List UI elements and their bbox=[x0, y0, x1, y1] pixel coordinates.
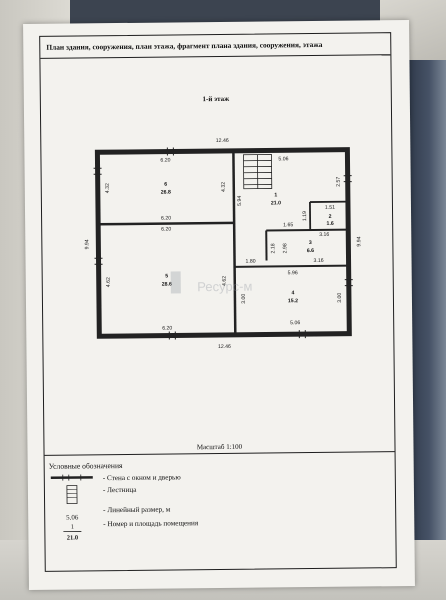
dim-bath-width: 1.51 bbox=[325, 205, 335, 211]
dim-room5-bottom: 6.20 bbox=[162, 325, 172, 331]
dim-room4-left: 3.00 bbox=[241, 294, 247, 304]
window-marks bbox=[93, 147, 353, 340]
document-frame: План здания, сооружения, план этажа, фра… bbox=[39, 32, 397, 572]
dim-room3-left: 2.18 bbox=[270, 243, 276, 253]
document-title: План здания, сооружения, план этажа, фра… bbox=[40, 33, 391, 59]
dim-room5-right: 4.62 bbox=[222, 276, 228, 286]
dim-bottom-total: 12.46 bbox=[218, 344, 231, 350]
room-number: 6 bbox=[164, 182, 167, 188]
legend-item-dimension: 5.06 - Линейный размер, м bbox=[49, 501, 349, 526]
legend-item-text: - Номер и площадь помещения bbox=[103, 519, 199, 529]
room-area: 28.6 bbox=[162, 281, 172, 287]
legend-title: Условные обозначения bbox=[48, 461, 123, 471]
room-number: 4 bbox=[291, 290, 294, 296]
watermark-logo-icon bbox=[170, 271, 181, 294]
dim-hall-right: 2.57 bbox=[336, 177, 342, 187]
dim-corridor-right: 3.16 bbox=[319, 232, 329, 238]
dim-room4-top: 5.96 bbox=[288, 270, 298, 276]
wall-room3-bottom bbox=[234, 264, 349, 268]
floor-plan: 12.46 12.46 9.94 9.94 6.20 4.32 4.32 6.2… bbox=[84, 138, 362, 350]
room-area: 26.8 bbox=[161, 189, 171, 195]
legend: Условные обозначения - Стена с окном и д… bbox=[44, 451, 396, 571]
room-number-area-icon: 1 21.0 bbox=[63, 524, 82, 542]
room-area: 15.2 bbox=[288, 298, 298, 304]
watermark: Ресурс-м bbox=[170, 271, 253, 295]
dim-room6-right: 4.32 bbox=[221, 182, 227, 192]
legend-item-text: - Линейный размер, м bbox=[103, 505, 171, 515]
document-sheet: План здания, сооружения, план этажа, фра… bbox=[23, 19, 415, 591]
dim-room4-right: 3.00 bbox=[337, 293, 343, 303]
dim-corridor-left: 1.65 bbox=[283, 222, 293, 228]
dim-room5-left: 4.62 bbox=[106, 277, 112, 287]
floor-label: 1-й этаж bbox=[202, 94, 230, 104]
room-area-sample: 21.0 bbox=[67, 534, 78, 541]
room-number: 3 bbox=[309, 240, 312, 246]
dim-mid-b: 6.20 bbox=[161, 226, 171, 232]
legend-item-text: - Лестница bbox=[102, 485, 137, 495]
legend-item-stairs: - Лестница bbox=[49, 481, 349, 506]
dim-right-total: 9.94 bbox=[356, 236, 362, 246]
room-number: 1 bbox=[274, 192, 277, 198]
room-number: 5 bbox=[165, 274, 168, 280]
staircase-icon bbox=[66, 485, 78, 505]
room-number-sample: 1 bbox=[71, 524, 74, 531]
watermark-text: Ресурс-м bbox=[197, 279, 252, 295]
dim-top-total: 12.46 bbox=[216, 138, 229, 144]
dim-mid-a: 6.20 bbox=[161, 215, 171, 221]
dim-hall-left: 5.94 bbox=[237, 196, 243, 206]
room-number: 2 bbox=[329, 214, 332, 220]
dim-room3-inner: 2.98 bbox=[282, 243, 288, 253]
legend-item-wall: - Стена с окном и дверью bbox=[49, 469, 349, 494]
legend-item-text: - Стена с окном и дверью bbox=[102, 473, 181, 483]
room-area: 21.0 bbox=[271, 200, 281, 206]
dim-bath-height: 1.19 bbox=[302, 211, 308, 221]
dim-left-total: 9.94 bbox=[84, 239, 90, 249]
dim-hall-top: 5.06 bbox=[278, 156, 288, 162]
dim-room4-bottom: 5.06 bbox=[290, 320, 300, 326]
dim-room6-top: 6.20 bbox=[160, 157, 170, 163]
room-area: 6.6 bbox=[307, 248, 314, 254]
wall-vertical-center bbox=[232, 150, 237, 335]
staircase-symbol bbox=[243, 154, 273, 190]
legend-item-room: 1 21.0 - Номер и площадь помещения bbox=[49, 515, 349, 542]
room-area: 1.6 bbox=[327, 221, 334, 227]
dimension-icon: 5.06 bbox=[66, 513, 79, 521]
wall-corridor bbox=[266, 228, 349, 232]
wall-window-door-icon bbox=[50, 474, 93, 481]
outer-wall bbox=[94, 147, 352, 339]
dim-room3-bottom: 3.16 bbox=[313, 258, 323, 264]
dim-room6-height: 4.32 bbox=[105, 183, 111, 193]
dim-small-bottom: 1.80 bbox=[245, 259, 255, 265]
wall-horizontal-left bbox=[98, 221, 235, 226]
dimension-sample: 5.06 bbox=[66, 513, 79, 521]
